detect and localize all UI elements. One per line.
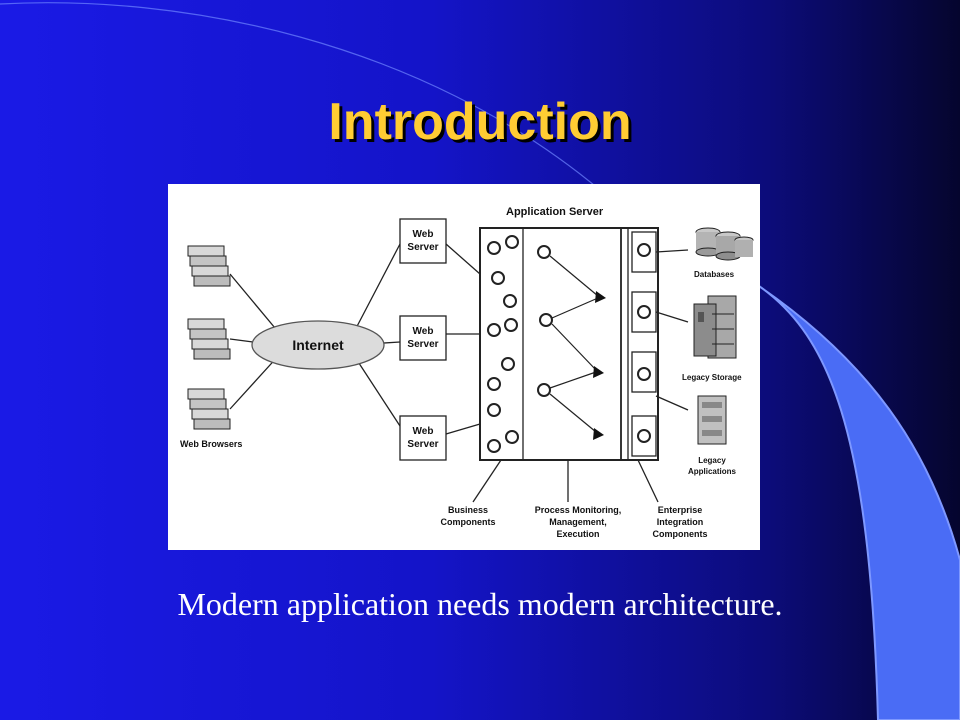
component-circle <box>505 430 519 444</box>
component-circle <box>487 439 501 453</box>
process-circle <box>539 313 553 327</box>
component-circle <box>487 377 501 391</box>
application-server-box <box>479 227 659 461</box>
web-browser-icon <box>187 245 231 287</box>
process-arrowhead <box>593 428 604 440</box>
web-browsers-label: Web Browsers <box>180 439 242 449</box>
business-component-circles <box>487 235 519 453</box>
web-server-label-line-2: Server <box>407 339 438 350</box>
legacy-applications-label-line-1: Legacy <box>698 456 726 465</box>
top-arc-line <box>0 2 601 191</box>
legacy-storage-icon <box>693 295 737 359</box>
internet-label: Internet <box>292 337 344 353</box>
web-server-label-line-1: Web <box>413 426 434 437</box>
legacy-applications-icon <box>697 395 727 445</box>
web-server-label-line-2: Server <box>407 439 438 450</box>
component-circle <box>505 235 519 249</box>
component-circle <box>487 241 501 255</box>
browser-connectors <box>229 273 281 410</box>
legacy-storage-label: Legacy Storage <box>682 373 742 382</box>
process-label-line-3: Execution <box>556 529 599 539</box>
business-components-label-line-2: Components <box>441 517 496 527</box>
web-server-box: Web Server <box>399 315 447 361</box>
databases-label: Databases <box>694 270 735 279</box>
web-browser-icon <box>187 388 231 430</box>
internet-cloud-shape <box>251 320 385 370</box>
enterprise-label-line-3: Components <box>653 529 708 539</box>
process-circle <box>537 245 551 259</box>
component-circle <box>501 357 515 371</box>
web-browser-icon <box>187 318 231 360</box>
business-components-label-line-1: Business <box>448 505 488 515</box>
enterprise-label-line-1: Enterprise <box>658 505 703 515</box>
web-server-label-line-1: Web <box>413 229 434 240</box>
component-circle <box>491 271 505 285</box>
process-flow <box>537 245 606 440</box>
web-server-label-line-2: Server <box>407 242 438 253</box>
process-label-line-2: Management, <box>549 517 607 527</box>
component-circle <box>504 318 518 332</box>
right-swoosh-shape <box>749 279 960 720</box>
process-label-line-1: Process Monitoring, <box>535 505 622 515</box>
slide-caption: Modern application needs modern architec… <box>177 586 783 622</box>
web-server-box: Web Server <box>399 415 447 461</box>
slide-title: Introduction <box>328 93 632 151</box>
databases-icon <box>695 227 754 261</box>
callout-lines <box>472 459 659 503</box>
web-server-box: Web Server <box>399 218 447 264</box>
legacy-applications-label-line-2: Applications <box>688 467 737 476</box>
integration-components <box>631 231 657 457</box>
web-server-label-line-1: Web <box>413 326 434 337</box>
process-arrowhead <box>595 291 606 303</box>
process-arrowhead <box>593 366 604 378</box>
application-server-label: Application Server <box>506 206 604 218</box>
backend-connectors <box>655 249 689 411</box>
process-circle <box>537 383 551 397</box>
server-connectors <box>445 243 481 435</box>
component-circle <box>503 294 517 308</box>
component-circle <box>487 323 501 337</box>
architecture-diagram: Web Browsers Internet Web Server Web Ser… <box>168 184 760 550</box>
enterprise-label-line-2: Integration <box>657 517 704 527</box>
component-circle <box>487 403 501 417</box>
